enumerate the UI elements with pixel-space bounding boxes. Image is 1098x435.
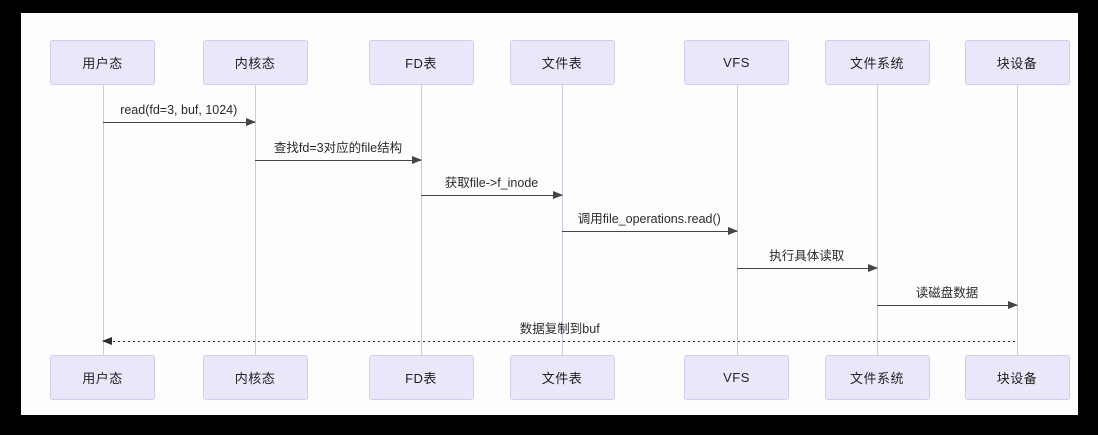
actor-label: 用户态 xyxy=(82,56,123,71)
message-label: 获取file->f_inode xyxy=(444,176,539,190)
actor-label: 块设备 xyxy=(996,371,1038,386)
actor-label: 块设备 xyxy=(996,56,1038,71)
message-arrow xyxy=(562,227,738,235)
actor-bottom-filesystem: 文件系统 xyxy=(824,355,930,400)
actor-bottom-file-table: 文件表 xyxy=(509,355,615,400)
actor-label: 内核态 xyxy=(234,371,276,386)
actor-label: FD表 xyxy=(405,56,437,71)
actor-label: VFS xyxy=(723,370,750,385)
message-copy-data-to-buf: 数据复制到buf xyxy=(101,321,1017,345)
actor-top-kernel-mode: 内核态 xyxy=(202,40,308,85)
message-read-call: read(fd=3, buf, 1024) xyxy=(102,102,256,126)
actor-label: VFS xyxy=(723,55,750,70)
actor-label: 文件表 xyxy=(541,56,583,71)
actor-label: 文件系统 xyxy=(849,56,904,71)
message-return-arrow xyxy=(101,337,1017,345)
message-label: read(fd=3, buf, 1024) xyxy=(120,103,238,117)
message-get-inode: 获取file->f_inode xyxy=(421,175,563,199)
arrowhead-right-icon xyxy=(1008,301,1018,309)
arrowhead-right-icon xyxy=(553,191,563,199)
lifeline-user-mode xyxy=(102,85,104,355)
lifeline-vfs xyxy=(736,85,738,355)
actor-label: FD表 xyxy=(405,371,437,386)
message-label: 调用file_operations.read() xyxy=(577,212,721,226)
message-label: 数据复制到buf xyxy=(519,322,600,336)
message-arrow xyxy=(255,156,422,164)
actor-label: 内核态 xyxy=(234,56,276,71)
arrowhead-right-icon xyxy=(868,264,878,272)
lifeline-fd-table xyxy=(421,85,422,355)
arrowhead-right-icon xyxy=(246,118,256,126)
arrowhead-left-icon xyxy=(101,337,112,345)
message-arrow xyxy=(421,191,563,199)
message-label: 执行具体读取 xyxy=(769,249,845,263)
arrowhead-right-icon xyxy=(727,227,738,235)
message-label: 查找fd=3对应的file结构 xyxy=(273,141,403,155)
message-arrow xyxy=(736,264,878,272)
actor-label: 文件表 xyxy=(541,371,583,386)
actor-bottom-kernel-mode: 内核态 xyxy=(202,355,308,400)
lifeline-kernel-mode xyxy=(255,85,256,355)
actor-bottom-block-device: 块设备 xyxy=(964,355,1070,400)
lifeline-block-device xyxy=(1017,85,1018,355)
actor-bottom-fd-table: FD表 xyxy=(368,355,474,400)
message-label: 读磁盘数据 xyxy=(915,286,979,300)
arrowhead-right-icon xyxy=(412,156,422,164)
message-arrow xyxy=(102,118,256,126)
actor-top-block-device: 块设备 xyxy=(964,40,1070,85)
actor-label: 文件系统 xyxy=(849,371,904,386)
message-lookup-fd: 查找fd=3对应的file结构 xyxy=(255,140,422,164)
actor-top-filesystem: 文件系统 xyxy=(824,40,930,85)
actor-top-fd-table: FD表 xyxy=(368,40,474,85)
actor-top-vfs: VFS xyxy=(684,40,789,85)
message-perform-read: 执行具体读取 xyxy=(736,248,878,272)
actor-top-user-mode: 用户态 xyxy=(50,40,155,85)
lifeline-filesystem xyxy=(877,85,878,355)
actor-label: 用户态 xyxy=(82,371,123,386)
actor-bottom-vfs: VFS xyxy=(684,355,789,400)
message-arrow xyxy=(877,301,1018,309)
actor-bottom-user-mode: 用户态 xyxy=(50,355,155,400)
lifeline-file-table xyxy=(562,85,563,355)
sequence-diagram-canvas: 用户态 内核态 FD表 文件表 VFS 文件系统 块设备 read(fd=3, … xyxy=(21,13,1078,415)
message-call-file-operations-read: 调用file_operations.read() xyxy=(562,211,738,235)
actor-top-file-table: 文件表 xyxy=(509,40,615,85)
message-read-disk-data: 读磁盘数据 xyxy=(877,285,1018,309)
